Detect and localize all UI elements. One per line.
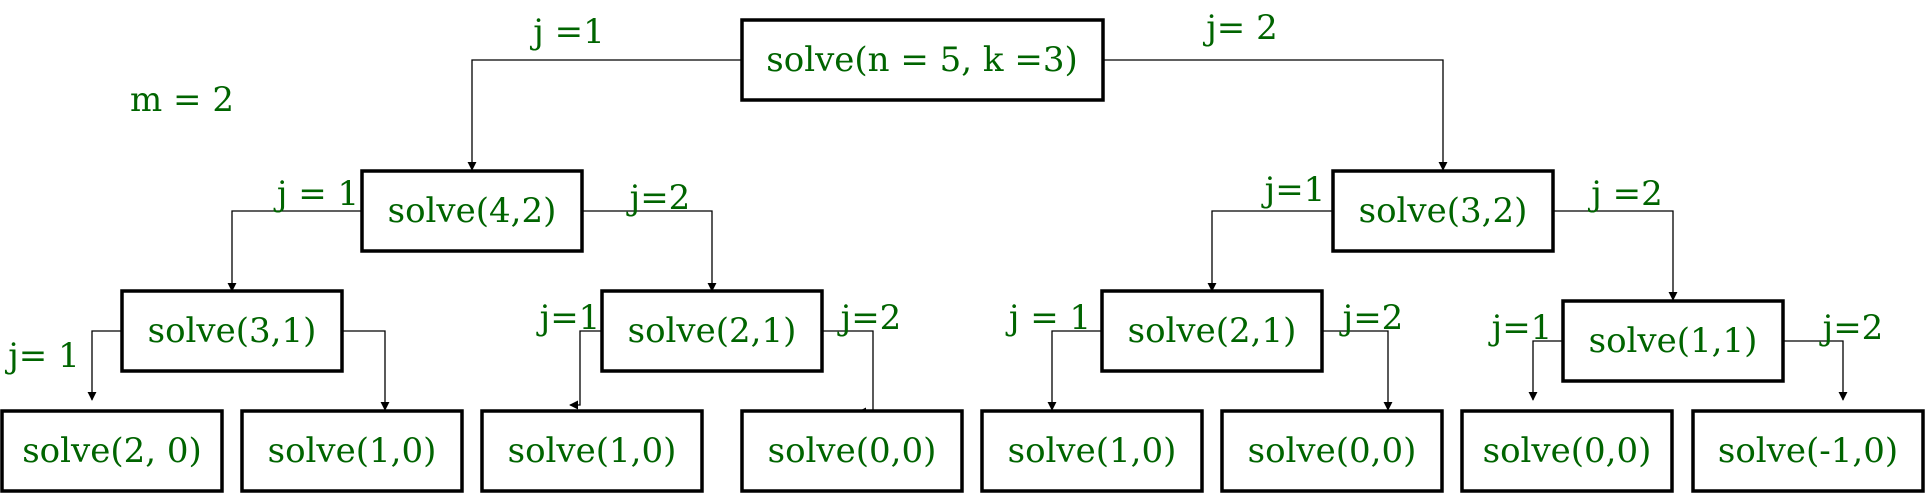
- leaf-4-label: solve(0,0): [768, 431, 937, 471]
- edge-n11-to-l8: [1783, 340, 1848, 401]
- node-root-label: solve(n = 5, k =3): [766, 40, 1077, 80]
- edge-n21a-to-l3: [569, 330, 602, 410]
- node-solve-1-1: solve(1,1): [1561, 299, 1785, 383]
- edge-n11-to-l7: [1528, 340, 1563, 401]
- label-root-to-n42: j =1: [529, 12, 604, 52]
- label-n42-to-n21a: j=2: [626, 178, 691, 218]
- edge-n21b-to-l6: [1322, 330, 1393, 411]
- leaf-1: solve(2, 0): [0, 409, 224, 493]
- edge-n31-to-l2: [342, 330, 390, 411]
- label-n21b-to-l5: j = 1: [1005, 298, 1091, 338]
- label-n32-to-n11: j =2: [1587, 174, 1662, 214]
- leaf-6-label: solve(0,0): [1248, 431, 1417, 471]
- node-solve-1-1-label: solve(1,1): [1589, 321, 1758, 361]
- note-m: m = 2: [130, 80, 234, 120]
- label-root-to-n32: j= 2: [1202, 8, 1277, 48]
- edge-n32-to-n11: [1553, 210, 1678, 301]
- edge-n21b-to-l5: [1047, 330, 1102, 411]
- node-solve-3-1: solve(3,1): [120, 289, 344, 373]
- leaf-3: solve(1,0): [480, 409, 704, 493]
- node-root: solve(n = 5, k =3): [740, 18, 1105, 102]
- leaf-3-label: solve(1,0): [508, 431, 677, 471]
- node-solve-2-1-left: solve(2,1): [600, 289, 824, 373]
- edge-n42-to-n31: [227, 210, 362, 292]
- leaf-7: solve(0,0): [1460, 409, 1674, 493]
- node-solve-2-1-right: solve(2,1): [1100, 289, 1324, 373]
- leaf-6: solve(0,0): [1220, 409, 1444, 493]
- leaf-5-label: solve(1,0): [1008, 431, 1177, 471]
- node-solve-4-2-label: solve(4,2): [388, 191, 557, 231]
- leaf-2-label: solve(1,0): [268, 431, 437, 471]
- label-n11-to-l7: j=1: [1488, 308, 1553, 348]
- edge-n31-to-l1: [87, 330, 122, 401]
- label-n11-to-l8: j=2: [1819, 308, 1884, 348]
- node-solve-3-1-label: solve(3,1): [148, 311, 317, 351]
- label-n32-to-n21b: j=1: [1261, 170, 1326, 210]
- node-solve-4-2: solve(4,2): [360, 169, 584, 253]
- leaf-5: solve(1,0): [980, 409, 1204, 493]
- leaf-8: solve(-1,0): [1691, 409, 1925, 493]
- leaf-8-label: solve(-1,0): [1718, 431, 1898, 471]
- node-solve-2-1-left-label: solve(2,1): [628, 311, 797, 351]
- edges: [87, 59, 1848, 417]
- leaf-1-label: solve(2, 0): [22, 431, 202, 471]
- nodes: solve(n = 5, k =3) solve(4,2) solve(3,2)…: [0, 18, 1925, 493]
- edge-n32-to-n21b: [1207, 210, 1333, 292]
- label-n21a-to-l3: j=1: [536, 298, 601, 338]
- label-n21b-to-l6: j=2: [1339, 298, 1404, 338]
- node-solve-3-2-label: solve(3,2): [1359, 191, 1528, 231]
- label-n21a-to-l4: j=2: [837, 298, 902, 338]
- edge-labels: j =1 j= 2 j = 1 j=2 j=1 j =2 j= 1 j=1 j=…: [4, 8, 1883, 376]
- edge-n42-to-n21a: [582, 210, 717, 292]
- leaf-2: solve(1,0): [240, 409, 464, 493]
- node-solve-2-1-right-label: solve(2,1): [1128, 311, 1297, 351]
- leaf-4: solve(0,0): [740, 409, 964, 493]
- node-solve-3-2: solve(3,2): [1331, 169, 1555, 253]
- edge-root-to-n42: [467, 59, 742, 171]
- edge-n21a-to-l4: [822, 330, 874, 417]
- label-n42-to-n31: j = 1: [273, 174, 359, 214]
- label-n31-to-l1: j= 1: [4, 336, 79, 376]
- leaf-7-label: solve(0,0): [1483, 431, 1652, 471]
- edge-root-to-n32: [1103, 59, 1448, 171]
